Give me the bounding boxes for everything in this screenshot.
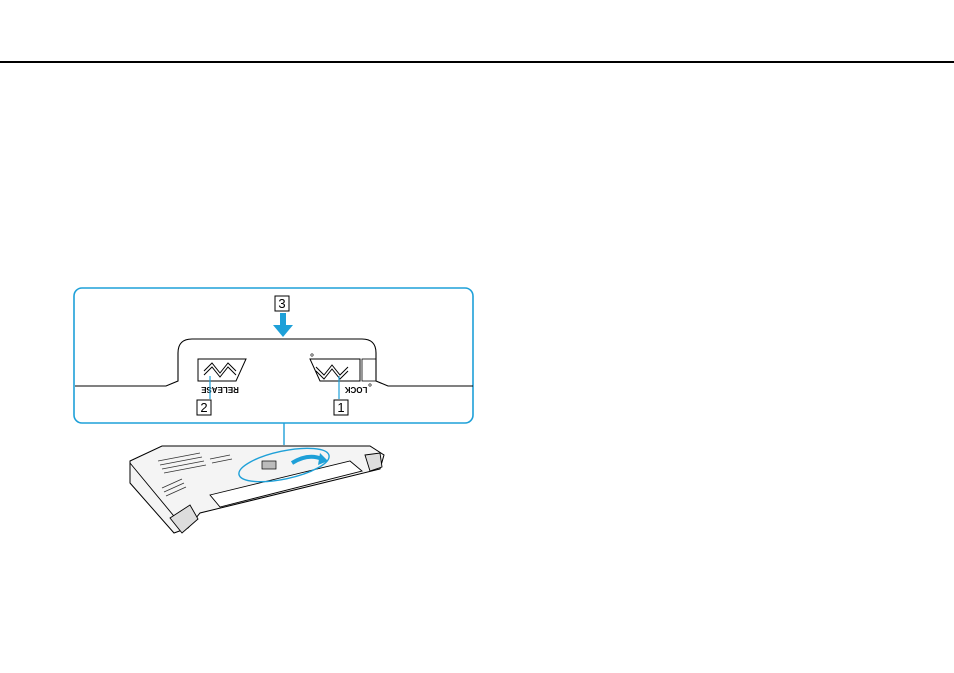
battery-release-illustration: RELEASE LOCK 3 2 1 — [70, 283, 480, 543]
header-rule — [0, 61, 954, 63]
detail-frame — [74, 288, 473, 423]
svg-text:3: 3 — [278, 296, 285, 311]
callout-1: 1 — [334, 400, 348, 415]
svg-text:1: 1 — [337, 400, 344, 415]
callout-2: 2 — [197, 400, 211, 415]
lock-label: LOCK — [344, 385, 367, 394]
illustration-svg: RELEASE LOCK 3 2 1 — [70, 283, 480, 543]
svg-text:RELEASE: RELEASE — [200, 385, 238, 394]
svg-text:2: 2 — [200, 400, 207, 415]
release-label: RELEASE — [200, 385, 238, 394]
laptop-bottom-view — [130, 442, 384, 533]
svg-text:LOCK: LOCK — [344, 385, 367, 394]
callout-3: 3 — [275, 296, 289, 311]
